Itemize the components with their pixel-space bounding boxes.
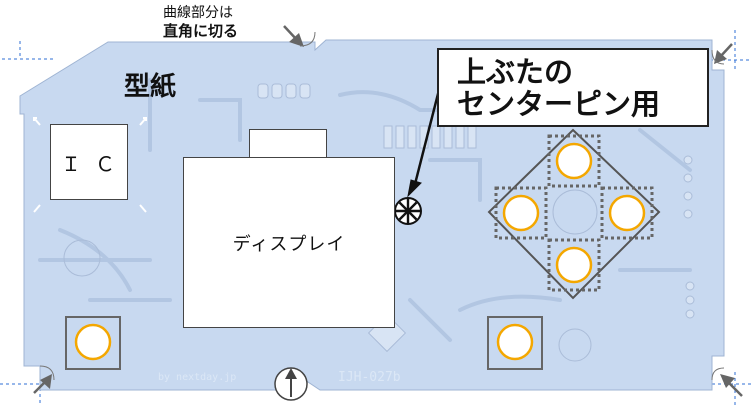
display-label: ディスプレイ (232, 233, 346, 255)
dpad-button-frames (494, 134, 654, 292)
callout-line1: 上ぶたの (457, 55, 574, 89)
bottom-button-frames (65, 316, 543, 370)
callout-line2: センターピン用 (457, 87, 661, 121)
corner-note-line1: 曲線部分は (163, 5, 233, 21)
button-up (555, 142, 593, 180)
button-left (502, 194, 540, 232)
display-box: ディスプレイ (183, 157, 395, 328)
corner-note-line2: 直角に切る (163, 22, 239, 40)
center-pin-asterisk-icon (394, 197, 422, 225)
board-model-text: IJH-027b (338, 370, 401, 385)
dpad-outline (487, 128, 661, 300)
ic-label: ＩＣ (61, 151, 129, 176)
callout-arrow (407, 85, 442, 198)
ic-corner-ticks (33, 117, 147, 213)
button-a (74, 323, 112, 361)
template-title: 型紙 (124, 72, 177, 102)
corner-cut-arrow-icon (33, 25, 743, 397)
bottom-notch-arrow-icon (274, 367, 308, 401)
button-right (608, 194, 646, 232)
button-down (555, 246, 593, 284)
board-brand-text: by nextday.jp (158, 372, 237, 383)
ic-box: ＩＣ (50, 124, 128, 200)
board-traces (38, 78, 692, 342)
buttons (74, 142, 646, 361)
button-b (496, 323, 534, 361)
center-pin-callout: 上ぶたの センターピン用 (437, 48, 709, 127)
